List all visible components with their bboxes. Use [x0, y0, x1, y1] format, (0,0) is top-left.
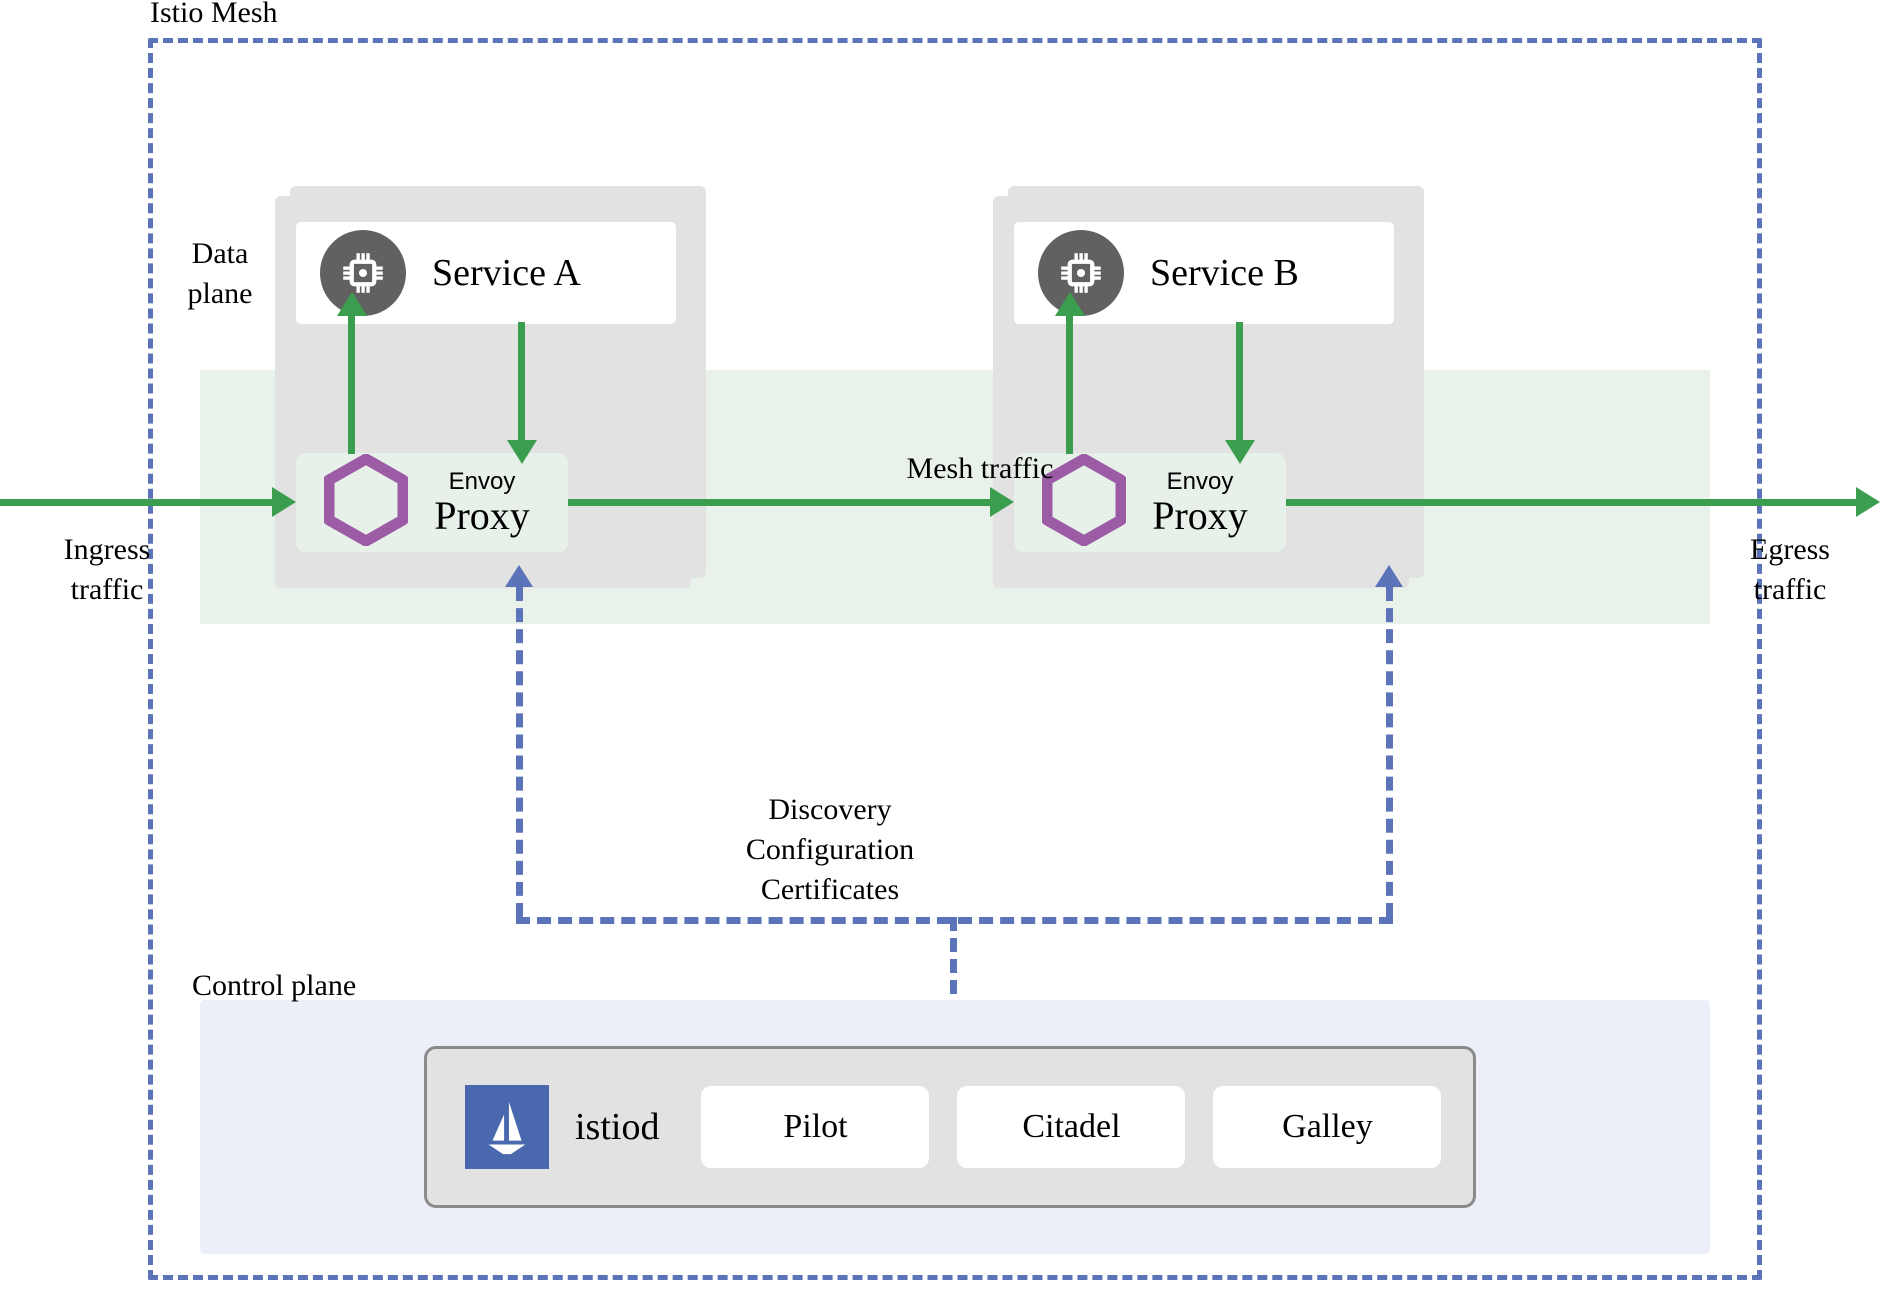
proxy-a-sublabel: Envoy — [448, 467, 516, 495]
ingress-traffic-arrow-head — [272, 487, 296, 517]
mesh-traffic-arrow-head — [990, 487, 1014, 517]
chip-icon — [320, 230, 406, 316]
arrow-proxy-a-to-service-a-head — [337, 292, 367, 316]
control-plane-label: Control plane — [192, 969, 357, 1002]
service-b-label: Service B — [1150, 252, 1299, 294]
data-plane-label: Data plane — [187, 237, 253, 310]
control-plane-component-citadel[interactable]: Citadel — [957, 1086, 1186, 1168]
control-plane-component-citadel-label: Citadel — [1022, 1108, 1121, 1145]
mesh-traffic-label: Mesh traffic — [906, 452, 1054, 485]
egress-traffic-arrow-head — [1856, 487, 1880, 517]
control-plane-wire-center-drop — [950, 917, 957, 1057]
proxy-b-text: Envoy Proxy — [1140, 467, 1286, 538]
arrow-service-a-to-proxy-a-head — [507, 440, 537, 464]
proxy-b-box[interactable]: Envoy Proxy — [1014, 453, 1286, 552]
proxy-b-label: Proxy — [1152, 492, 1248, 538]
proxy-a-label: Proxy — [434, 492, 530, 538]
proxy-a-text: Envoy Proxy — [422, 467, 568, 538]
istiod-container[interactable]: istiod Pilot Citadel Galley — [424, 1046, 1476, 1208]
service-a-label: Service A — [432, 252, 581, 294]
discovery-configuration-certificates-label: Discovery Configuration Certificates — [745, 793, 915, 906]
arrow-service-b-to-proxy-b-shaft — [1236, 322, 1243, 440]
control-plane-connector-b-head — [1375, 565, 1403, 587]
istio-mesh-boundary — [148, 38, 1762, 1280]
ingress-traffic-label: Ingress traffic — [63, 533, 151, 606]
arrow-proxy-a-to-service-a-shaft — [348, 316, 355, 454]
arrow-service-a-to-proxy-a-shaft — [518, 322, 525, 440]
control-plane-component-galley-label: Galley — [1282, 1108, 1373, 1145]
mesh-traffic-arrow-shaft — [568, 499, 990, 506]
hexagon-icon — [323, 453, 422, 552]
proxy-a-box[interactable]: Envoy Proxy — [296, 453, 568, 552]
proxy-b-sublabel: Envoy — [1166, 467, 1234, 495]
arrow-service-b-to-proxy-b-head — [1225, 440, 1255, 464]
ingress-traffic-arrow-shaft — [0, 499, 272, 506]
control-plane-wire-a-vertical — [516, 587, 523, 917]
egress-traffic-arrow-shaft — [1286, 499, 1856, 506]
control-plane-wire-b-vertical — [1386, 587, 1393, 917]
control-plane-connector-a-head — [505, 565, 533, 587]
istiod-label: istiod — [575, 1106, 660, 1148]
control-plane-component-pilot[interactable]: Pilot — [701, 1086, 930, 1168]
control-plane-component-galley[interactable]: Galley — [1213, 1086, 1442, 1168]
hexagon-icon — [1041, 453, 1140, 552]
arrow-proxy-b-to-service-b-shaft — [1066, 316, 1073, 454]
control-plane-component-pilot-label: Pilot — [783, 1108, 848, 1145]
egress-traffic-label: Egress traffic — [1750, 533, 1830, 606]
sailboat-icon — [465, 1085, 549, 1169]
istio-mesh-title: Istio Mesh — [150, 0, 278, 29]
arrow-proxy-b-to-service-b-head — [1055, 292, 1085, 316]
